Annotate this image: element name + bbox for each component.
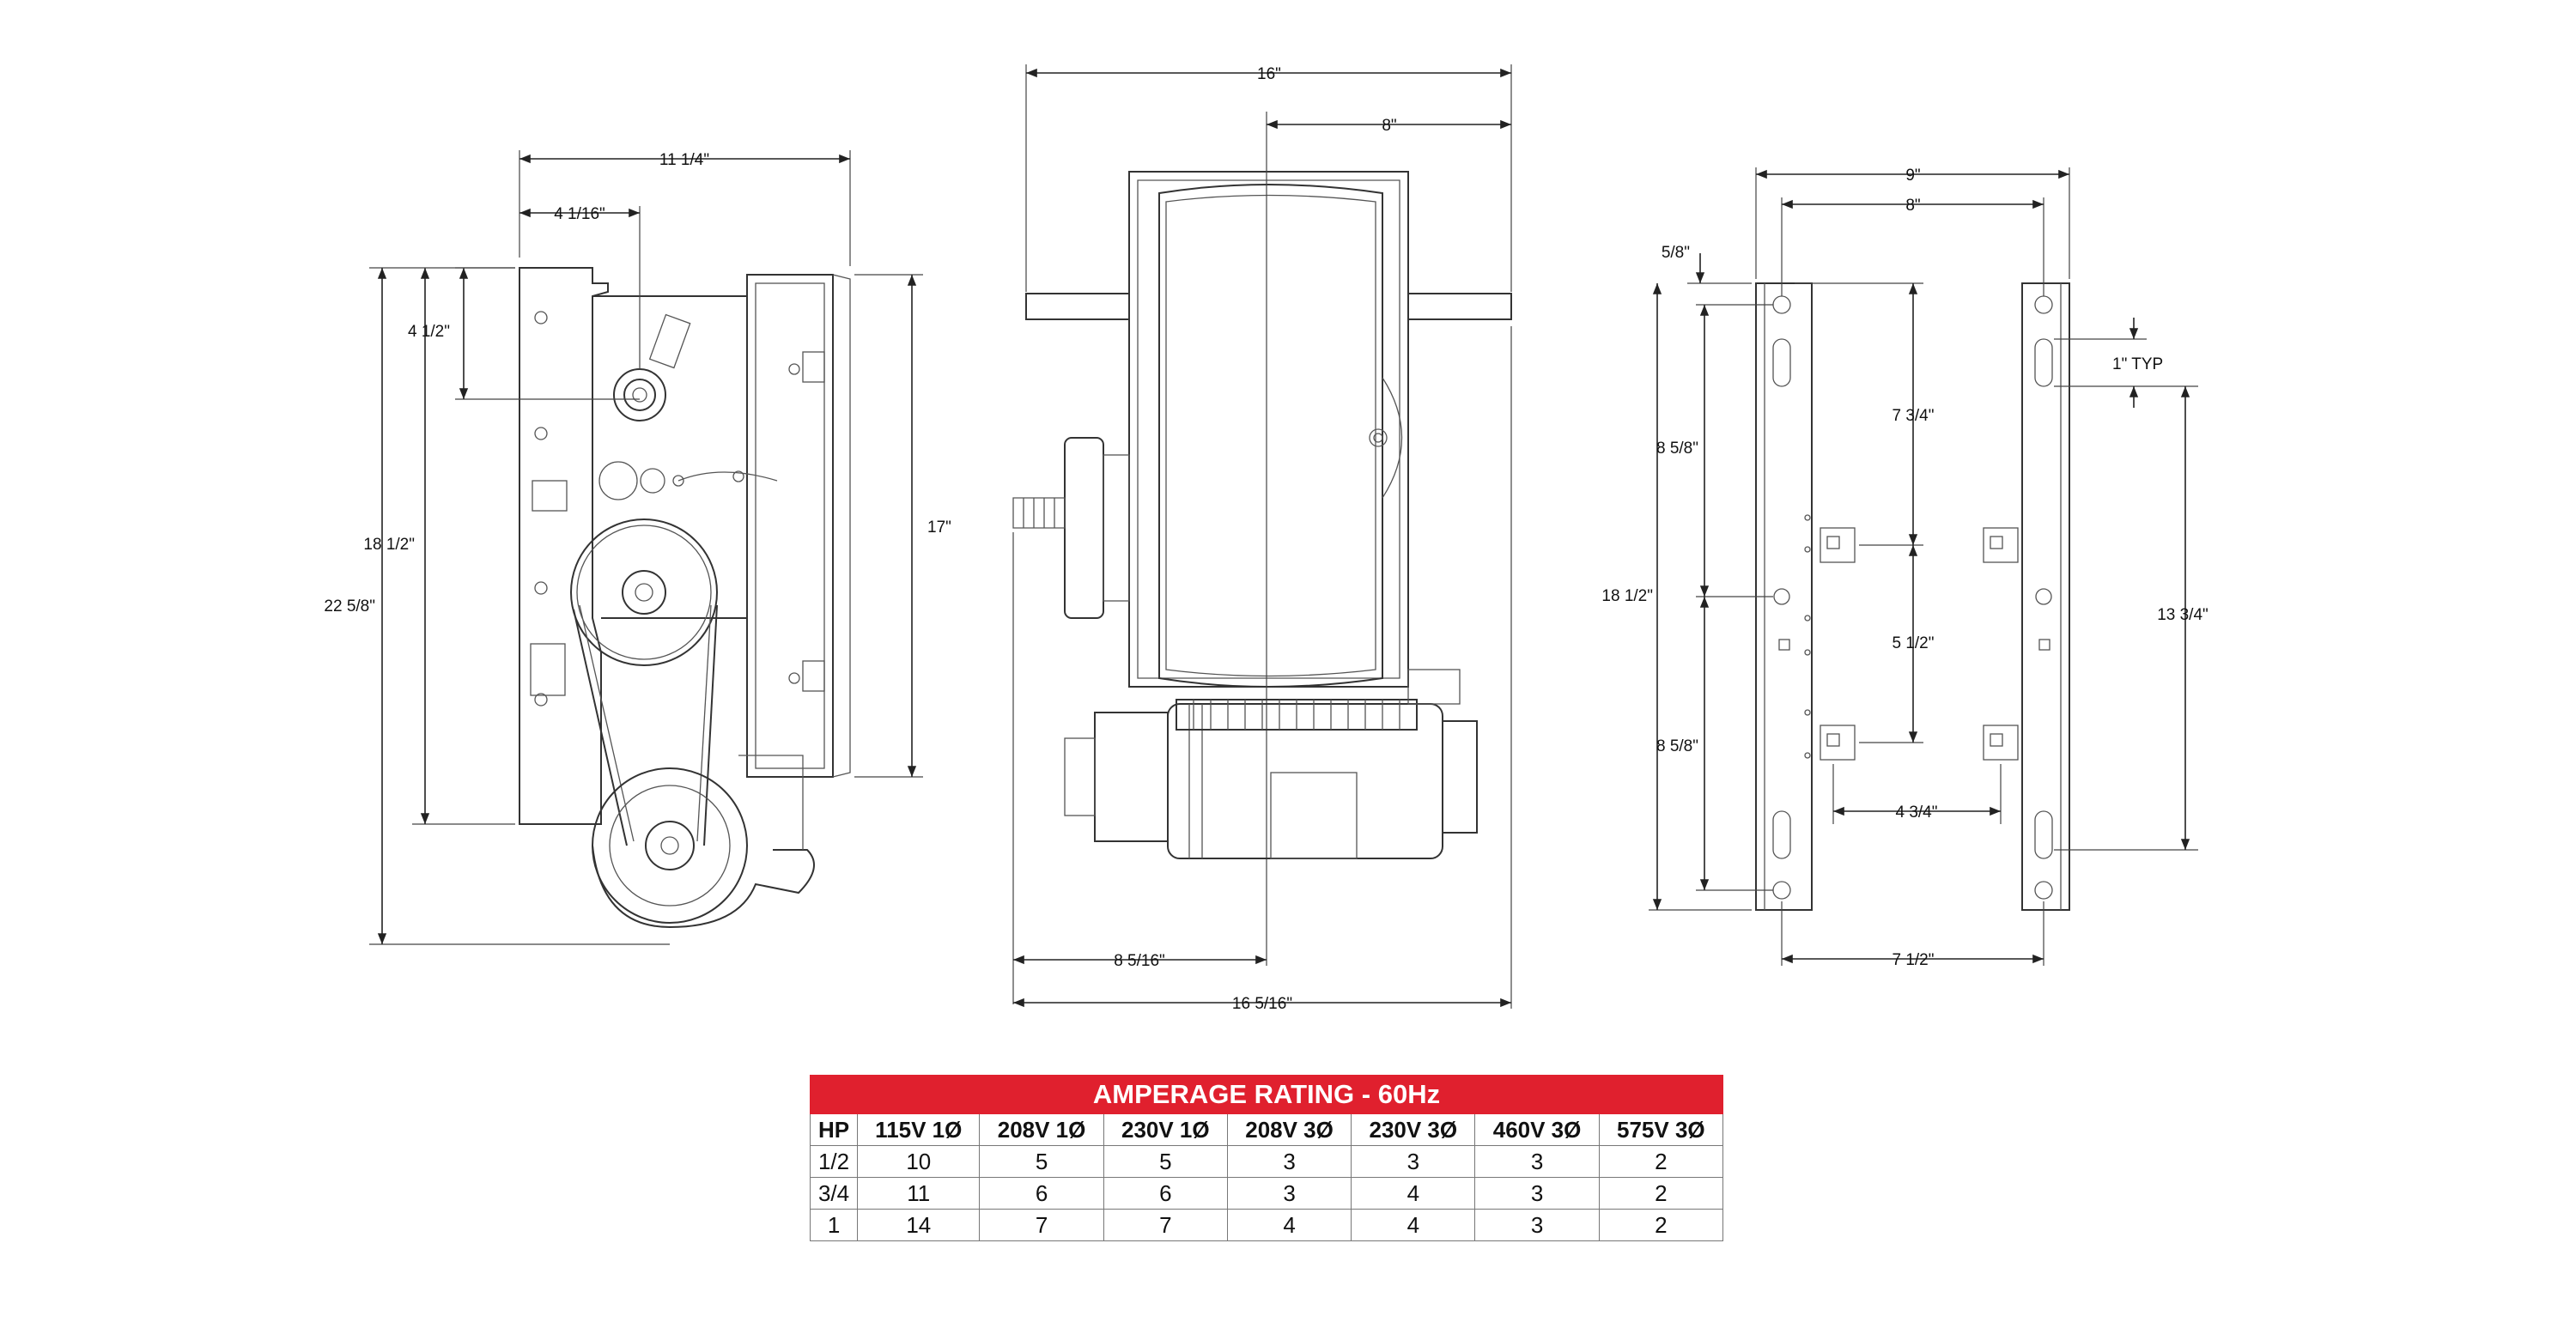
dim-bracket-outer-width: 9" bbox=[1905, 167, 1920, 185]
dim-front-base-width: 16 5/16" bbox=[1232, 995, 1292, 1013]
table-cell: 3/4 bbox=[809, 1177, 859, 1210]
table-cell: 3 bbox=[1351, 1145, 1476, 1178]
dim-front-left-offset: 8 5/16" bbox=[1114, 952, 1165, 970]
dim-bracket-lower-span: 8 5/8" bbox=[1656, 737, 1698, 755]
dim-bracket-inner-width: 8" bbox=[1905, 197, 1920, 215]
dim-front-half-width: 8" bbox=[1382, 117, 1396, 135]
dim-overall-height: 22 5/8" bbox=[324, 597, 375, 616]
table-cell: 11 bbox=[857, 1177, 981, 1210]
side-view: 11 1/4" 4 1/16" 4 1/2" 18 1/2" 22 5/8" 1… bbox=[324, 150, 951, 945]
dim-shaft-offset: 4 1/16" bbox=[554, 205, 605, 223]
header-575v-3ph: 575V 3Ø bbox=[1598, 1113, 1724, 1146]
table-cell: 2 bbox=[1598, 1145, 1724, 1178]
dim-front-overall-width: 16" bbox=[1257, 65, 1281, 83]
dim-shaft-drop: 4 1/2" bbox=[408, 323, 450, 341]
bracket-view: 9" 8" 5/8" 18 1/2" 8 5/8" 8 5/8" 7 3/4" … bbox=[1601, 167, 2208, 969]
table-cell: 2 bbox=[1598, 1177, 1724, 1210]
table-cell: 6 bbox=[979, 1177, 1104, 1210]
table-row: 1 14 7 7 4 4 3 2 bbox=[809, 1209, 1724, 1241]
table-row: 3/4 11 6 6 3 4 3 2 bbox=[809, 1177, 1724, 1210]
table-cell: 4 bbox=[1351, 1209, 1476, 1241]
table-cell: 2 bbox=[1598, 1209, 1724, 1241]
table-cell: 6 bbox=[1103, 1177, 1228, 1210]
header-115v-1ph: 115V 1Ø bbox=[857, 1113, 981, 1146]
dim-bracket-hole-spacing: 4 3/4" bbox=[1895, 804, 1937, 822]
header-460v-3ph: 460V 3Ø bbox=[1474, 1113, 1600, 1146]
table-row: 1/2 10 5 5 3 3 3 2 bbox=[809, 1145, 1724, 1178]
table-cell: 10 bbox=[857, 1145, 981, 1178]
table-header-row: HP 115V 1Ø 208V 1Ø 230V 1Ø 208V 3Ø 230V … bbox=[809, 1113, 1724, 1146]
table-cell: 5 bbox=[1103, 1145, 1228, 1178]
table-cell: 4 bbox=[1351, 1177, 1476, 1210]
front-view: 16" 8" 8 5/16" 16 5/16" bbox=[1012, 64, 1512, 1013]
header-208v-1ph: 208V 1Ø bbox=[979, 1113, 1104, 1146]
table-cell: 3 bbox=[1226, 1177, 1352, 1210]
table-cell: 3 bbox=[1474, 1177, 1600, 1210]
table-cell: 14 bbox=[857, 1209, 981, 1241]
dim-bracket-middle-span: 5 1/2" bbox=[1892, 634, 1934, 652]
dim-cover-height: 17" bbox=[927, 518, 951, 537]
table-cell: 5 bbox=[979, 1145, 1104, 1178]
dim-body-height: 18 1/2" bbox=[363, 536, 415, 554]
table-cell: 3 bbox=[1474, 1145, 1600, 1178]
dim-bracket-base-width: 7 1/2" bbox=[1892, 951, 1934, 969]
dim-side-width: 11 1/4" bbox=[659, 151, 709, 169]
amperage-rating-table: AMPERAGE RATING - 60Hz HP 115V 1Ø 208V 1… bbox=[809, 1075, 1724, 1241]
header-hp: HP bbox=[809, 1113, 859, 1146]
dim-bracket-total-height: 18 1/2" bbox=[1601, 587, 1653, 605]
dim-bracket-slot-span: 7 3/4" bbox=[1892, 407, 1934, 425]
table-title: AMPERAGE RATING - 60Hz bbox=[810, 1075, 1723, 1114]
header-230v-1ph: 230V 1Ø bbox=[1103, 1113, 1228, 1146]
header-230v-3ph: 230V 3Ø bbox=[1351, 1113, 1476, 1146]
table-cell: 3 bbox=[1474, 1209, 1600, 1241]
dim-bracket-slot-length: 1" TYP bbox=[2112, 355, 2163, 373]
table-cell: 4 bbox=[1226, 1209, 1352, 1241]
table-cell: 7 bbox=[979, 1209, 1104, 1241]
dim-bracket-upper-span: 8 5/8" bbox=[1656, 440, 1698, 458]
header-208v-3ph: 208V 3Ø bbox=[1226, 1113, 1352, 1146]
table-cell: 1 bbox=[809, 1209, 859, 1241]
table-cell: 3 bbox=[1226, 1145, 1352, 1178]
table-cell: 7 bbox=[1103, 1209, 1228, 1241]
dim-bracket-right-span: 13 3/4" bbox=[2157, 606, 2208, 624]
dim-bracket-top-offset: 5/8" bbox=[1662, 244, 1690, 262]
table-title-row: AMPERAGE RATING - 60Hz bbox=[810, 1075, 1723, 1114]
table-cell: 1/2 bbox=[809, 1145, 859, 1178]
